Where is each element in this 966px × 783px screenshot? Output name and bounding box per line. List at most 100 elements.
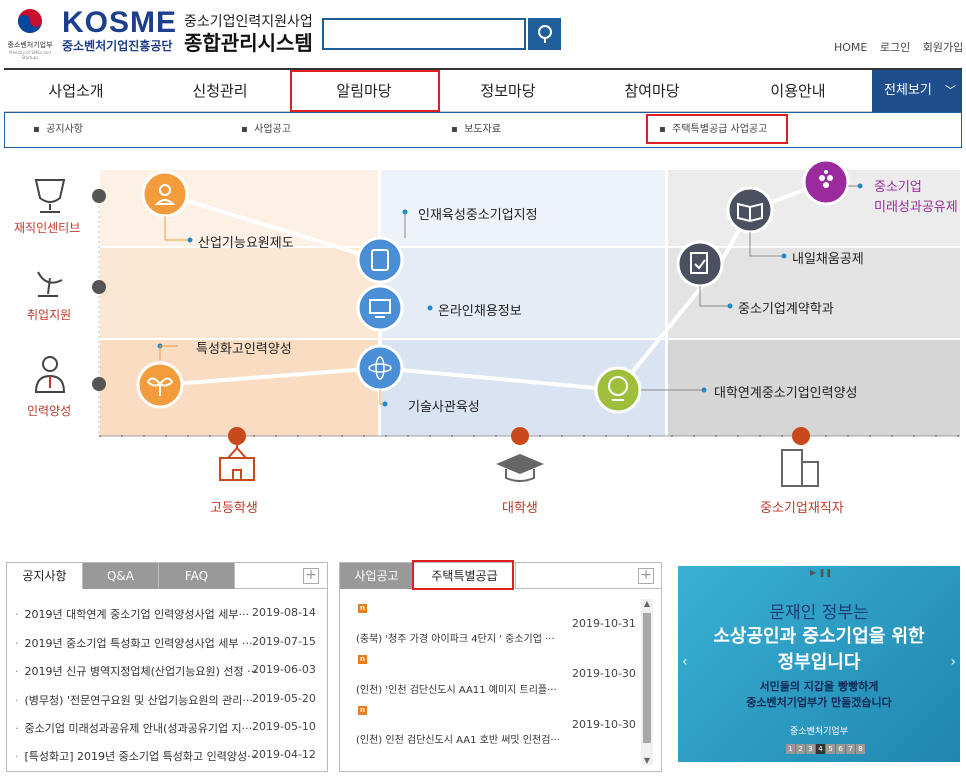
person-icon [34,356,66,393]
utility-links: HOME 로그인 회원가입 [834,39,966,55]
banner-page-3[interactable]: 3 [806,744,815,754]
list-item[interactable]: ·중소기업 미래성과공유제 안내(성과공유기업 지··· [15,722,253,735]
program-industrial-agent[interactable]: 산업기능요원제도 [198,236,294,251]
new-badge-icon: n [358,706,367,715]
subnav-housing[interactable]: ▪ 주택특별공급 사업공고 [659,124,768,135]
housing-tab-highlight-box [412,560,514,590]
nav-info[interactable]: 정보마당 [480,82,536,100]
tab-qna[interactable]: Q&A [83,563,159,589]
view-all-button[interactable]: 전체보기 ﹀ [872,70,962,112]
node-online-recruit[interactable] [356,284,404,332]
banner-page-8[interactable]: 8 [856,744,865,754]
nav-guide[interactable]: 이용안내 [770,82,826,100]
ministry-logo[interactable]: 중소벤처기업부 Ministry of SMEs and Startups [6,8,54,60]
sub-navigation: ▪ 공지사항 ▪ 사업공고 ▪ 보도자료 ▪ 주택특별공급 사업공고 [4,112,962,148]
program-contract-dept[interactable]: 중소기업계약학과 [738,302,834,317]
signup-link[interactable]: 회원가입 [922,41,964,54]
nav-notice[interactable]: 알림마당 [336,82,392,100]
notice-more-plus-icon[interactable]: + [303,568,319,584]
list-item[interactable]: ·(병무청) '전문연구요원 및 산업기능요원의 관리··· [15,694,253,707]
scroll-thumb[interactable] [643,613,651,743]
node-industrial-agent[interactable] [141,170,189,218]
list-item[interactable]: ·2019년 중소기업 특성화고 인력양성사업 세부 ··· [15,637,253,650]
banner-page-7[interactable]: 7 [846,744,855,754]
program-tomorrow-fund[interactable]: 내일채움공제 [792,252,864,267]
school-building-icon [219,442,255,481]
list-item[interactable]: (충북) '청주 가경 아이파크 4단지 ' 중소기업 ··· [356,634,555,645]
tab-business-announce[interactable]: 사업공고 [340,563,414,589]
node-profit-share[interactable] [802,160,850,206]
trophy-icon [34,179,66,213]
home-link[interactable]: HOME [834,41,868,54]
list-item[interactable]: ·[특성화고] 2019년 중소기업 특성화고 인력양성··· [15,750,258,763]
program-tech-officer[interactable]: 기술사관육성 [408,400,480,415]
program-online-recruit[interactable]: 온라인채용정보 [438,304,522,319]
list-item-date: 2019-05-20 [252,692,316,705]
row-label-employment: 취업지원 [27,308,72,322]
node-contract-dept[interactable] [676,240,724,288]
subnav-notice[interactable]: ▪ 공지사항 [33,124,83,135]
business-board: 사업공고 주택특별공급 + n 2019-10-31 (충북) '청주 가경 아… [339,562,662,772]
nav-participation[interactable]: 참여마당 [624,82,680,100]
banner-prev-icon[interactable]: ‹ [682,654,688,670]
business-more-plus-icon[interactable]: + [638,568,654,584]
nav-application[interactable]: 신청관리 [192,82,248,100]
pause-icon[interactable]: ▶ ❚❚ [810,568,833,577]
tab-notice[interactable]: 공지사항 [7,563,83,589]
scrollbar[interactable]: ▲ ▼ [641,599,653,765]
new-badge-icon: n [358,604,367,613]
program-vocational-high[interactable]: 특성화고인력양성 [196,342,292,357]
program-university-link[interactable]: 대학연계중소기업인력양성 [714,386,858,401]
banner-page-4[interactable]: 4 [816,744,825,754]
subnav-business-announce[interactable]: ▪ 사업공고 [241,124,291,135]
node-university-link[interactable] [594,366,642,414]
list-item[interactable]: (인천) 인천 검단신도시 AA1 호반 써밋 인천검··· [356,735,560,746]
program-profit-share-line1[interactable]: 중소기업 [874,180,922,195]
banner-next-icon[interactable]: › [950,654,956,670]
list-item-date: 2019-10-31 [572,617,636,630]
ministry-name: 중소벤처기업부 [7,41,53,49]
nav-business-intro[interactable]: 사업소개 [48,82,104,100]
list-item-date: 2019-07-15 [252,635,316,648]
node-tomorrow-fund[interactable] [726,186,774,234]
banner-line5: 중소벤처기업부가 만들겠습니다 [746,696,892,709]
banner-page-6[interactable]: 6 [836,744,845,754]
notice-board: 공지사항 Q&A FAQ + ·2019년 대학연계 중소기업 인력양성사업 세… [6,562,328,772]
taegeuk-emblem-icon [18,9,42,33]
banner-page-2[interactable]: 2 [796,744,805,754]
tab-underline [516,588,662,589]
promo-banner[interactable]: ▶ ❚❚ 문재인 정부는 소상공인과 중소기업을 위한 정부입니다 서민들의 지… [678,566,960,762]
banner-line2: 소상공인과 중소기업을 위한 [713,626,925,647]
banner-page-1[interactable]: 1 [786,744,795,754]
kosme-wordmark: KOSME [62,6,178,39]
list-item[interactable]: (인천) '인천 검단신도시 AA11 예미지 트리플··· [356,685,557,696]
list-item-date: 2019-10-30 [572,718,636,731]
subnav-highlight-box [646,114,788,144]
view-all-label: 전체보기 [884,83,932,98]
list-item[interactable]: ·2019년 대학연계 중소기업 인력양성사업 세부··· [15,608,250,621]
node-tech-officer[interactable] [356,344,404,392]
tab-faq[interactable]: FAQ [159,563,235,589]
banner-page-5[interactable]: 5 [826,744,835,754]
search-icon [537,25,552,43]
node-talent-company[interactable] [356,236,404,284]
new-badge-icon: n [358,655,367,664]
list-item-date: 2019-10-30 [572,667,636,680]
login-link[interactable]: 로그인 [879,41,911,54]
nav-highlight-box [290,70,440,112]
kosme-logo[interactable]: KOSME 중소벤처기업진흥공단 [62,8,178,54]
scroll-up-icon[interactable]: ▲ [643,599,651,608]
row-label-training: 인력양성 [27,404,72,418]
subnav-press[interactable]: ▪ 보도자료 [451,124,501,135]
list-item-date: 2019-08-14 [252,606,316,619]
search-button[interactable] [528,18,561,50]
list-item[interactable]: ·2019년 신규 병역지정업체(산업기능요원) 선정 ··· [15,665,258,678]
search-input[interactable] [322,18,526,50]
program-talent-company[interactable]: 인재육성중소기업지정 [418,208,538,223]
tab-housing[interactable]: 주택특별공급 [414,563,516,589]
node-vocational-high[interactable] [136,361,184,409]
scroll-down-icon[interactable]: ▼ [643,756,651,765]
program-profit-share-line2[interactable]: 미래성과공유제 [874,200,958,215]
banner-line4: 서민들의 지갑을 빵빵하게 [759,680,879,693]
site-title[interactable]: 중소기업인력지원사업 종합관리시스템 [184,14,313,55]
